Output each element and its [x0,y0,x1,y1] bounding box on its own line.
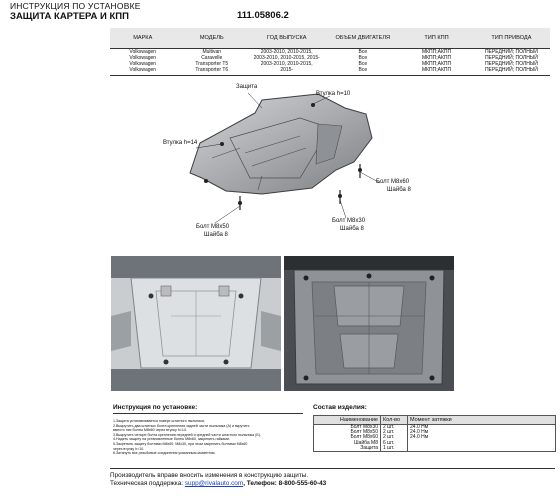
skid-plate-drawing [189,92,381,224]
support-phone: , Телефон: 8-800-555-60-43 [243,480,327,487]
col-engine: ОБЪЕМ ДВИГАТЕЛЯ [325,28,401,49]
label-vtulka-14: Втулка h=14 [163,140,198,146]
header: ИНСТРУКЦИЯ ПО УСТАНОВКЕ ЗАЩИТА КАРТЕРА И… [10,0,555,24]
label-shayba-8a: Шайба 8 [387,187,411,193]
vehicle-table-header: МАРКА МОДЕЛЬ ГОД ВЫПУСКА ОБЪЕМ ДВИГАТЕЛЯ… [110,28,550,49]
cell: 2003-2010, 2010-2015, [260,60,313,67]
step-line: вместо них болты М8х60 через втулку h=14… [113,428,187,433]
photo-after-install [284,256,454,391]
step-line: через втулку h=10. [113,446,145,451]
cell: 24.0 Нм [407,435,556,441]
support-label: Техническая поддержка: [110,480,185,487]
photo-before-install [111,256,281,391]
table-row: Болт М8х30 2 шт. 24.0 Нм [313,424,556,431]
step-line: 6.Затянуть все резьбовые соединения указ… [113,451,216,456]
cell: Все [325,66,401,76]
step-line: 3.Выкрутить четыре болта крепления перед… [113,432,261,437]
label-bolt-m8x50: Болт М8х50 [196,224,230,230]
installation-instructions: Инструкция по установке: 1.Защита устана… [113,404,303,456]
exploded-drawing: Защита Втулка h=10 Втулка h=14 Болт М8х6… [0,78,560,250]
footer-support: Техническая поддержка: supp@rivalauto.co… [110,480,555,487]
cell: МКПП;АКПП [400,66,473,76]
label-vtulka-10: Втулка h=10 [316,91,351,97]
skid-plate-shape [189,93,373,195]
cell: МКПП;АКПП [421,60,452,67]
cell [407,445,556,452]
footer-disclaimer: Производитель вправе вносить изменения в… [110,472,309,479]
step-line: 1.Защита устанавливается поверх штатного… [113,419,205,423]
step-line: 5.Закрепить защиту болтами М8х50, М8х30,… [113,441,248,446]
table-row: Болт М8х50 2 шт. 24.0 Нм [313,429,556,436]
cell: Защита [313,445,381,452]
composition-title: Состав изделия: [313,404,367,411]
table-row: Volkswagen Transporter T5 2003-2010, 201… [110,61,550,67]
table-row: Volkswagen Caravelle 2003-2010, 2010-201… [110,55,550,61]
cell: 1 шт. [380,445,408,452]
cell: Volkswagen [129,48,157,55]
cell: Все [358,54,368,61]
doc-type: ИНСТРУКЦИЯ ПО УСТАНОВКЕ [10,1,141,11]
cell: Caravelle [201,54,223,61]
composition-table: Наименование Кол-во Момент затяжки Болт … [313,415,556,452]
label-shayba-8b: Шайба 8 [204,232,228,238]
col-brand: МАРКА [110,28,176,49]
label-zashita: Защита [236,84,258,90]
table-row: Шайба М8 6 шт. [313,440,556,446]
col-year: ГОД ВЫПУСКА [248,28,326,49]
label-shayba-8c: Шайба 8 [340,226,364,232]
cell: ПЕРЕДНИЙ; ПОЛНЫЙ [484,54,538,61]
cell: Volkswagen [129,60,157,67]
table-row: Болт М8х60 2 шт. 24.0 Нм [313,435,556,441]
table-row: Volkswagen Transporter T6 2015- Все МКПП… [110,66,550,76]
article-number: 111.05806.2 [237,10,289,21]
cell: МКПП;АКПП [421,54,452,61]
composition-section: Состав изделия: Наименование Кол-во Моме… [313,404,556,452]
step-line: 2.Выкрутить два штатных болта крепления … [113,423,250,428]
installed-plate-photo [284,256,454,391]
cell: МКПП;АКПП [421,48,452,55]
footer: Производитель вправе вносить изменения в… [110,468,555,487]
cell: 2003-2010, 2010-2015, [260,48,313,55]
cell: Volkswagen [110,66,176,76]
cell: 24.0 Нм [407,429,556,436]
cell: ПЕРЕДНИЙ; ПОЛНЫЙ [484,48,538,55]
cell: ПЕРЕДНИЙ; ПОЛНЫЙ [472,66,550,76]
support-email-link[interactable]: supp@rivalauto.com [184,480,244,487]
step-line: 4.Надеть защиту на установленные болты М… [113,437,230,442]
label-bolt-m8x60: Болт М8х60 [376,179,410,185]
table-row: Volkswagen Multivan 2003-2010, 2010-2015… [110,48,550,55]
cell: 2003-2010, 2010-2015, 2015- [253,54,320,61]
vehicle-table: МАРКА МОДЕЛЬ ГОД ВЫПУСКА ОБЪЕМ ДВИГАТЕЛЯ… [110,28,550,76]
table-row: Защита 1 шт. [313,445,556,452]
col-torque: Момент затяжки [407,415,556,425]
instructions-steps: 1.Защита устанавливается поверх штатного… [113,419,303,456]
cell: 24.0 Нм [407,424,556,431]
underbody-photo [111,256,281,391]
col-gearbox: ТИП КПП [400,28,473,49]
composition-header: Наименование Кол-во Момент затяжки [313,415,556,425]
cell: Transporter T6 [175,66,249,76]
cell [407,440,556,446]
cell: ПЕРЕДНИЙ; ПОЛНЫЙ [484,60,538,67]
col-drive: ТИП ПРИВОДА [472,28,550,49]
cell: Multivan [202,48,222,55]
cell: Все [358,60,368,67]
cell: Все [358,48,368,55]
cell: Volkswagen [129,54,157,61]
cell: 2015- [248,66,326,76]
instructions-title: Инструкция по установке: [113,404,303,414]
label-bolt-m8x30: Болт М8х30 [332,218,366,224]
col-model: МОДЕЛЬ [175,28,249,49]
cell: Transporter T5 [195,60,229,67]
doc-title: ЗАЩИТА КАРТЕРА И КПП [10,11,129,22]
